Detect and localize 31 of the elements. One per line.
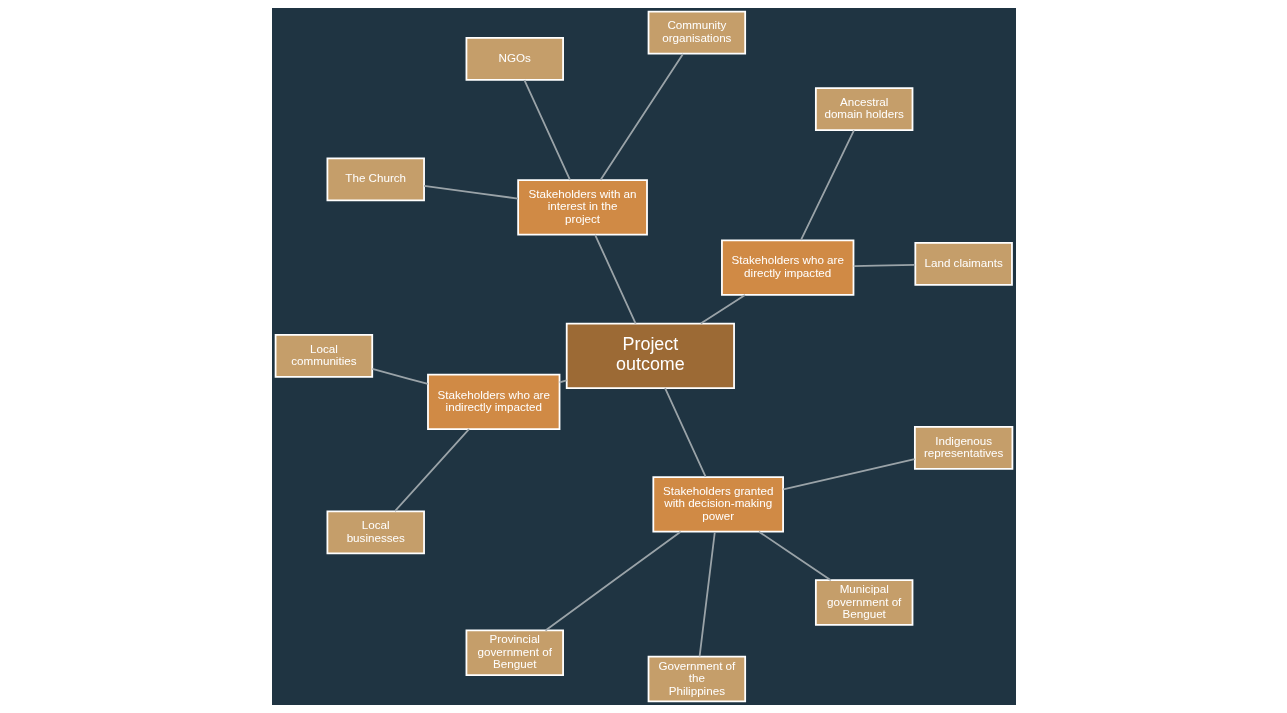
node-box: Stakeholders granted with decision-making power [651, 476, 784, 533]
node-box: Local businesses [326, 510, 425, 555]
connector [544, 530, 682, 632]
node-box: Stakeholders with an interest in the project [516, 179, 648, 236]
connector [852, 264, 916, 268]
connector [558, 379, 567, 384]
connector [422, 184, 519, 200]
connector [393, 428, 470, 512]
connector [371, 368, 429, 385]
node-box: Local communities [274, 333, 373, 378]
node-box: Ancestral domain holders [814, 87, 913, 131]
node-box: Provincial government of Benguet [465, 629, 564, 677]
connector [698, 531, 716, 658]
connector [599, 53, 684, 181]
node-box: Project outcome [565, 322, 735, 389]
connector [663, 387, 707, 478]
connector [799, 129, 855, 241]
node-box: The Church [326, 157, 425, 202]
node-box: Stakeholders who are indirectly impacted [426, 373, 560, 430]
connector [523, 79, 571, 181]
connector [757, 530, 832, 582]
node-box: Indigenous representatives [913, 425, 1013, 470]
connector [593, 233, 637, 325]
node-box: Stakeholders who are directly impacted [720, 239, 854, 296]
node-box: Land claimants [913, 241, 1013, 286]
node-box: Municipal government of Benguet [814, 579, 913, 626]
node-box: Community organisations [647, 10, 746, 55]
connector [699, 294, 746, 325]
node-box: Government of the Philippines [647, 655, 746, 703]
node-box: NGOs [465, 36, 564, 81]
connector [781, 458, 915, 491]
